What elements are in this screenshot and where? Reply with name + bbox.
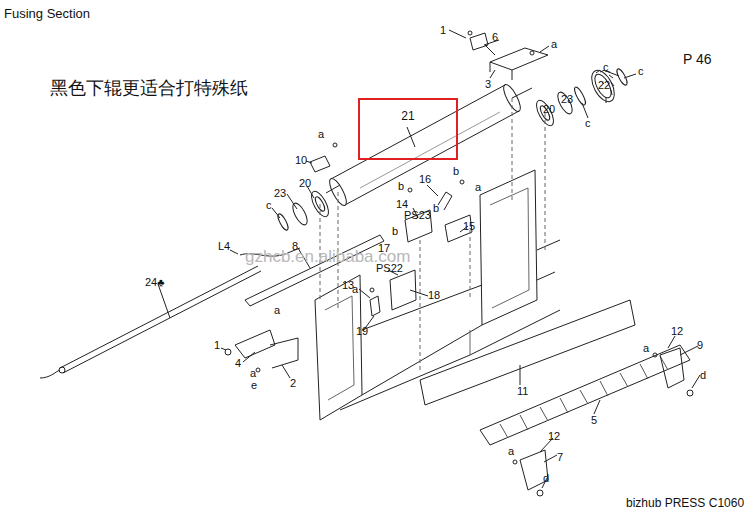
fastener-letter: c [266,200,272,211]
callout-number: 20 [543,104,555,115]
wire-name: L4 [218,241,230,252]
callout-number: 24♣ [145,277,164,288]
fastener-letter: b [453,166,459,177]
callout-number: 11 [517,386,528,397]
fastener-letter: d [543,473,549,484]
fastener-letter: b [433,203,439,214]
fastener-letter: a [508,446,514,457]
fastener-letter: a [250,368,256,379]
fastener-letter: b [398,181,404,192]
callout-number: 23 [561,94,573,105]
fastener-letter: b [392,226,398,237]
callout-number: 6 [492,32,498,43]
fastener-letter: a [643,343,649,354]
callout-number: 23 [274,188,286,199]
watermark: gzhcb.en.alibaba.com [245,248,410,265]
callout-number: 7 [557,452,563,463]
callout-number: 4 [235,358,241,369]
callout-number: 12 [671,326,683,337]
callout-number: 5 [591,415,597,426]
callout-number: 18 [428,290,440,301]
callout-number: 15 [463,221,475,232]
callout-number: 10 [295,155,307,166]
callout-number: 1 [440,25,446,36]
model-name: bizhub PRESS C1060 [626,497,744,509]
section-title: Fusing Section [4,6,90,21]
fastener-letter: a [352,284,358,295]
callout-number: 1 [214,340,220,351]
callout-number: 2 [290,378,296,389]
highlight-box: 21 [358,98,458,160]
callout-number: 22 [598,80,610,91]
fastener-letter: e [251,380,257,391]
fastener-letter: a [551,39,557,50]
fastener-letter: a [274,305,280,316]
fastener-letter: c [585,118,591,129]
fastener-letter: c [603,62,609,73]
page-number: P 46 [683,52,712,66]
callout-number: 14 [396,199,408,210]
callout-number: 16 [419,174,431,185]
sensor-name: PS23 [404,210,431,221]
fastener-letter: a [475,182,481,193]
callout-number: 12 [548,431,560,442]
callout-number: 21 [360,110,456,122]
callout-number: 9 [697,340,703,351]
fastener-letter: a [318,129,324,140]
fastener-letter: d [700,370,706,381]
callout-number: 19 [356,326,368,337]
note-text: 黑色下辊更适合打特殊纸 [50,79,248,97]
fastener-letter: c [638,66,644,77]
callout-number: 20 [299,178,311,189]
callout-number: 3 [485,79,491,90]
